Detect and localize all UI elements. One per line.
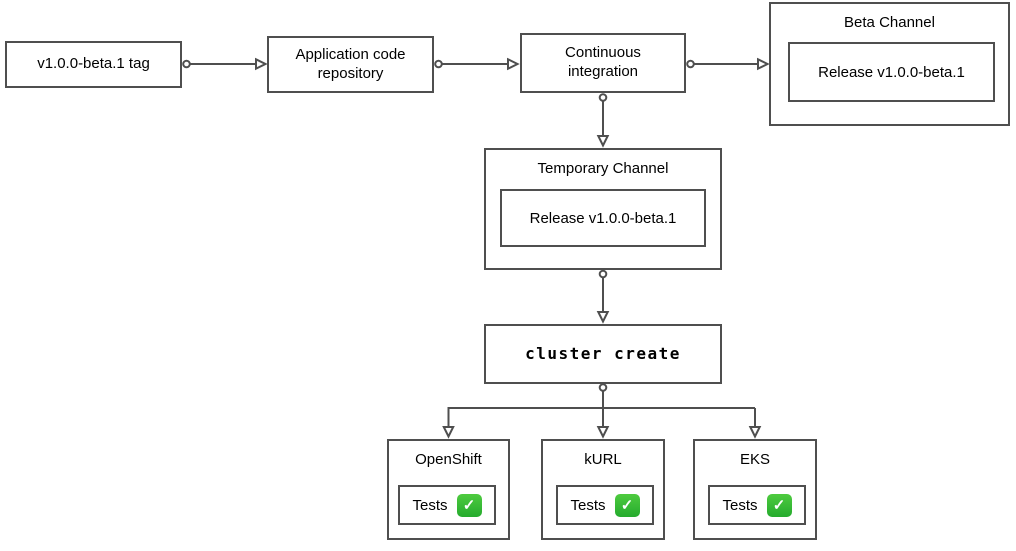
kurl-tests-label: Tests (570, 496, 606, 514)
node-continuous-integration: Continuous integration (520, 33, 686, 93)
container-platform-eks: EKS Tests ✓ (693, 439, 817, 540)
node-continuous-integration-label: Continuous integration (565, 44, 641, 80)
openshift-tests-label: Tests (412, 496, 448, 514)
kurl-tests-row: Tests ✓ (570, 493, 640, 517)
check-mark-icon: ✓ (456, 493, 482, 517)
node-cluster-create-label: cluster create (525, 344, 681, 363)
edge-tag-repo-source-dot (182, 59, 191, 69)
temporary-channel-title: Temporary Channel (537, 160, 669, 177)
edge-ci-temp-arrowhead (596, 135, 610, 148)
edge-temp-cluster-source-dot (598, 269, 608, 279)
check-mark-icon: ✓ (766, 493, 792, 517)
eks-tests-node: Tests ✓ (708, 485, 806, 525)
container-temporary-channel: Temporary Channel Release v1.0.0-beta.1 (484, 148, 722, 270)
openshift-tests-node: Tests ✓ (398, 485, 496, 525)
node-cluster-create: cluster create (484, 324, 722, 384)
container-platform-kurl: kURL Tests ✓ (541, 439, 665, 540)
edge-cluster-eks-arrowhead (748, 426, 762, 439)
check-glyph: ✓ (462, 496, 476, 514)
node-app-code-repository: Application code repository (267, 36, 434, 93)
eks-tests-row: Tests ✓ (722, 493, 792, 517)
temporary-channel-release-label: Release v1.0.0-beta.1 (529, 209, 677, 227)
edge-temp-cluster-arrowhead (596, 311, 610, 324)
platform-eks-title: EKS (739, 451, 770, 468)
edge-repo-ci-arrowhead (507, 57, 520, 71)
edge-repo-ci-source-dot (434, 59, 443, 69)
edge-ci-temp-source-dot (598, 93, 608, 102)
beta-channel-release-label: Release v1.0.0-beta.1 (818, 63, 965, 81)
node-version-tag: v1.0.0-beta.1 tag (5, 41, 182, 88)
kurl-tests-node: Tests ✓ (556, 485, 654, 525)
openshift-tests-row: Tests ✓ (412, 493, 482, 517)
edge-tag-repo-arrowhead (255, 57, 268, 71)
temporary-channel-release-node: Release v1.0.0-beta.1 (500, 189, 706, 247)
node-version-tag-label: v1.0.0-beta.1 tag (37, 55, 150, 73)
edge-cluster-openshift-line (447, 391, 604, 427)
platform-openshift-title: OpenShift (415, 451, 482, 468)
beta-channel-release-node: Release v1.0.0-beta.1 (788, 42, 995, 102)
eks-tests-label: Tests (722, 496, 758, 514)
node-app-code-repository-label: Application code repository (295, 45, 406, 82)
edge-cluster-kurl-arrowhead (596, 426, 610, 439)
beta-channel-title: Beta Channel (844, 14, 935, 31)
check-mark-icon: ✓ (614, 493, 640, 517)
platform-kurl-title: kURL (584, 451, 622, 468)
edge-cluster-openshift-arrowhead (442, 426, 455, 439)
edge-cluster-branch-source-dot (598, 383, 608, 392)
edge-ci-beta-source-dot (686, 59, 695, 69)
container-beta-channel: Beta Channel Release v1.0.0-beta.1 (769, 2, 1010, 126)
check-glyph: ✓ (620, 496, 634, 514)
check-glyph: ✓ (772, 496, 786, 514)
container-platform-openshift: OpenShift Tests ✓ (387, 439, 510, 540)
edge-ci-beta-arrowhead (757, 57, 770, 71)
